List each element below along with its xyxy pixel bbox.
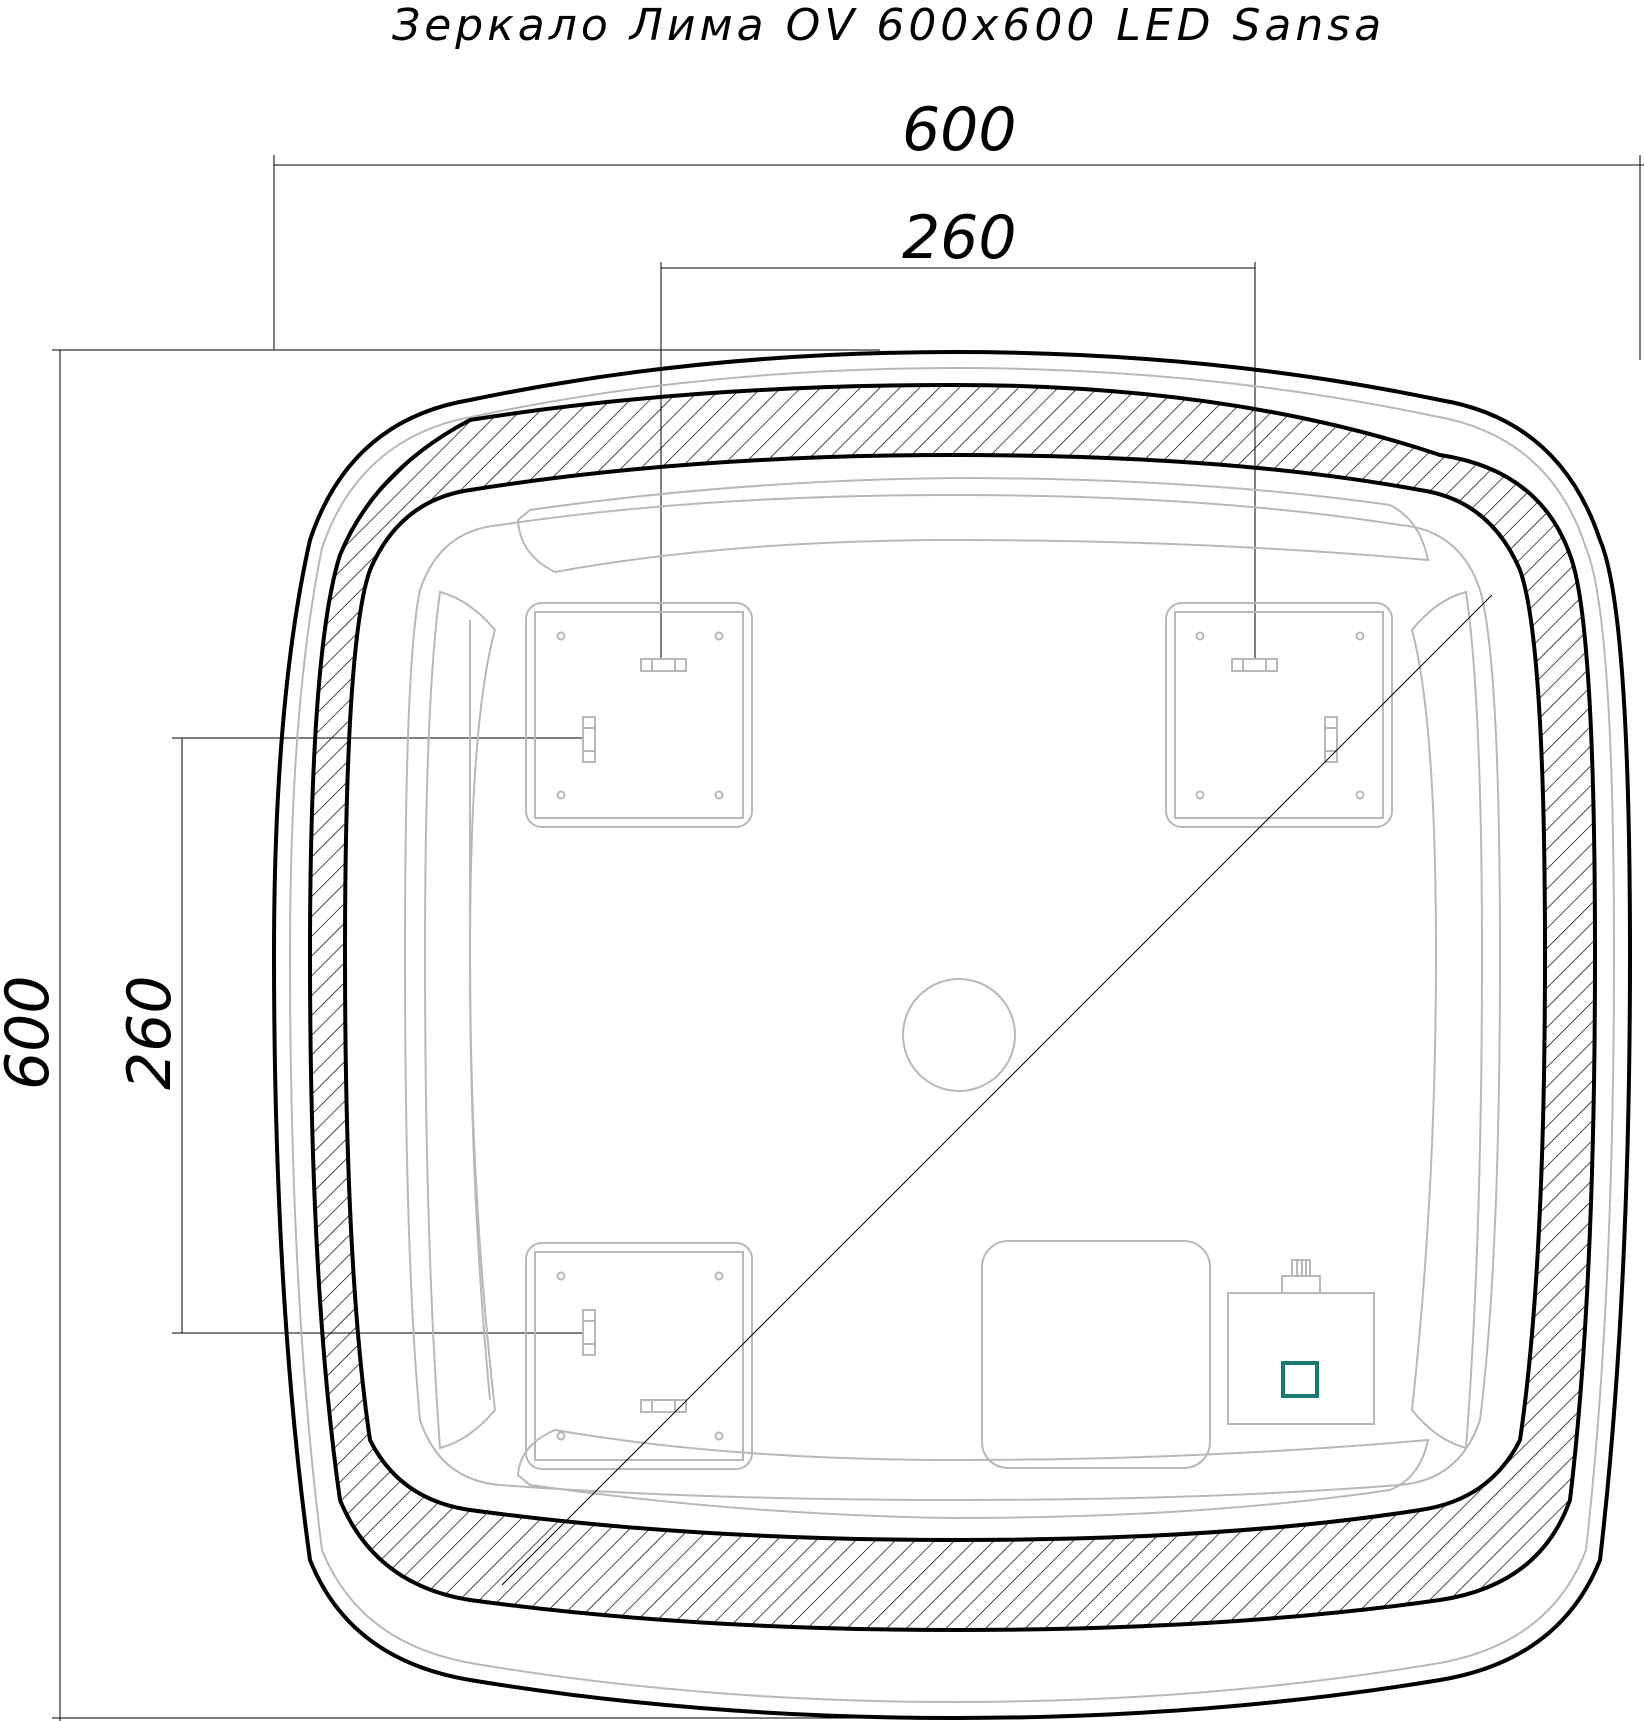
power-supply-box: [981, 1240, 1211, 1469]
touch-sensor-square-icon: [1281, 1361, 1319, 1398]
rear-panel-details: [403, 476, 1502, 1520]
mount-spacing-horizontal-dimension: 260: [660, 203, 1256, 660]
mount-bracket-bottom-left: [525, 1242, 753, 1470]
cable-outlet-circle: [902, 978, 1016, 1092]
overall-height-label: 600: [0, 975, 63, 1090]
led-backlight-band: [307, 382, 1598, 1633]
drawing-title: Зеркало Лима OV 600x600 LED Sansa: [392, 0, 1385, 51]
diagonal-reference-line: [501, 594, 1493, 1586]
mirror-outline: [271, 349, 1633, 1721]
sensor-module: [1227, 1259, 1375, 1425]
mount-spacing-vertical-label: 260: [115, 975, 185, 1090]
mount-bracket-top-left: [525, 602, 753, 828]
mount-bracket-top-right: [1165, 602, 1393, 828]
overall-width-dimension: 600: [273, 95, 1644, 360]
overall-width-label: 600: [902, 95, 1017, 165]
overall-height-dimension: 600: [0, 349, 880, 1721]
mount-spacing-horizontal-label: 260: [902, 203, 1017, 273]
mount-spacing-vertical-dimension: 260: [115, 737, 588, 1334]
